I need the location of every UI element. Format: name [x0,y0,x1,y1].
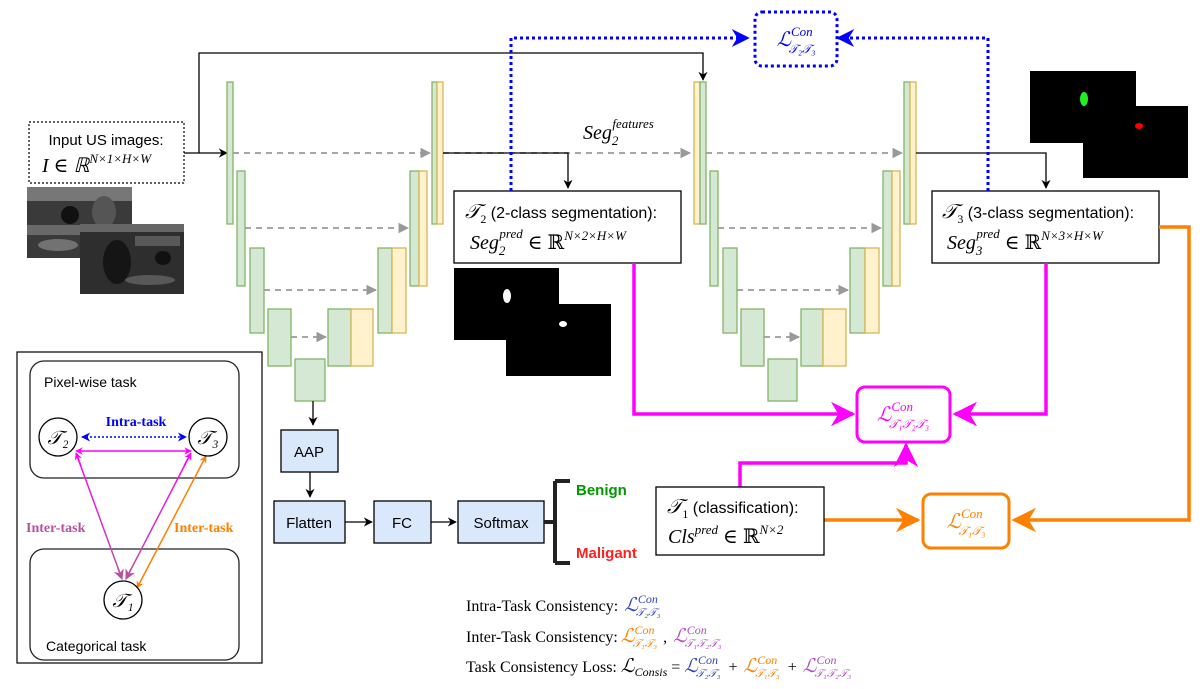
unet-1 [226,81,444,402]
ultrasound-image-2 [80,224,184,294]
input-formula: I ∈ ℝN×1×H×W [41,151,152,177]
task1-box: 𝒯1 (classification): Clspred ∈ ℝN×2 [655,486,825,556]
input-to-unet2-arrow [198,52,708,153]
inter-task-arrow-task2 [632,263,856,427]
decoder-block [882,170,893,287]
legend-node-t1-label: 𝒯₁ [112,591,133,612]
decoder-block [327,308,352,367]
legend-node-t1 [103,580,143,620]
decoder-block [377,247,393,334]
pixel-task-group-label: Pixel-wise task [44,374,138,390]
output-bracket [544,479,570,565]
task1-formula: Clspred ∈ ℝN×2 [668,522,784,548]
features-label: Seg2features [583,116,654,148]
encoder-block [740,308,765,367]
legend-intra-label: Intra-task [106,415,167,430]
softmax-block: Softmax [457,500,545,544]
bottleneck-block [294,358,326,402]
decoder-concat-block [391,247,407,334]
decoder-concat-block [909,81,917,225]
task2-formula: Seg2pred ∈ ℝN×2×H×W [470,226,627,258]
encoder-concat-block [693,81,701,225]
bottleneck-block [767,358,798,402]
encoder-block [709,170,719,287]
decoder-concat-block [864,247,880,334]
task3-title: 𝒯3 (3-class segmentation): [942,201,1134,226]
legend-node-t2-label: 𝒯₂ [47,428,69,449]
decoder-concat-block [436,81,444,225]
decoder-concat-block [350,308,374,367]
categorical-task-group-label: Categorical task [46,638,147,654]
decoder-block [431,81,438,225]
legend-node-t3-label: 𝒯₃ [197,428,218,449]
fc-label: FC [392,515,412,532]
input-box: Input US images: I ∈ ℝN×1×H×W [28,121,185,184]
legend-inter-orange-arrow [136,455,207,589]
unet2-to-task3-arrow [916,152,1051,189]
encoder-block [722,247,738,334]
softmax-label: Softmax [473,515,529,532]
input-label: Input US images: [48,132,163,149]
legend-panel: Pixel-wise task Categorical task 𝒯₂ 𝒯₃ 𝒯… [16,351,263,664]
fc-block: FC [373,500,432,544]
encoder-block [699,81,707,225]
decoder-concat-block [822,308,847,367]
inter-task-arrow-task1 [738,442,919,487]
inter-task-arrow-task3-orange [1011,225,1191,533]
unet-2 [693,81,917,402]
decoder-block [800,308,824,367]
task2-mask-2 [506,304,611,376]
encoder-block [226,81,234,225]
aap-label: AAP [294,444,324,461]
legend-inter-t2t1-arrow [75,452,123,580]
intra-task-arrow-left [509,29,750,191]
legend-node-t3 [188,417,228,457]
decoder-concat-block [891,170,901,287]
encoder-block [236,170,246,287]
encoder-block [267,308,292,367]
inter-task-arrow-task3 [952,263,1048,427]
decoder-concat-block [418,170,428,287]
encoder-block [249,247,265,334]
task2-box: 𝒯2 (2-class segmentation): Seg2pred ∈ ℝN… [453,190,682,264]
task3-formula: Seg3pred ∈ ℝN×3×H×W [947,226,1104,258]
legend-inter-left-label: Inter-task [26,521,86,536]
legend-inter-right-label: Inter-task [174,521,234,536]
ultrasound-image-1 [27,187,132,258]
malignant-label: Maligant [576,545,637,562]
benign-label: Benign [576,482,627,499]
task3-box: 𝒯3 (3-class segmentation): Seg3pred ∈ ℝN… [931,190,1160,264]
task3-mask-2 [1083,106,1188,178]
flatten-block: Flatten [273,500,346,544]
decoder-block [903,81,911,225]
decoder-block [409,170,420,287]
decoder-block [849,247,866,334]
flatten-label: Flatten [286,515,332,532]
aap-block: AAP [280,429,339,473]
intra-task-arrow-right [836,29,990,191]
unet1-to-task2-arrow [443,152,573,189]
legend-node-t2 [38,417,78,457]
